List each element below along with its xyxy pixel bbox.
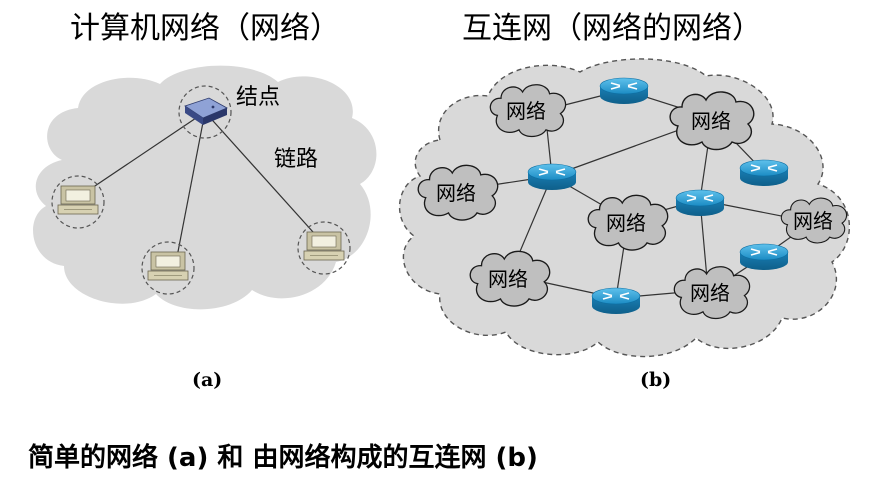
host-dashed-circle: [297, 221, 351, 275]
host-dashed-circle: [51, 175, 105, 229]
node-label: 结点: [236, 85, 280, 110]
left-network-cloud: [33, 65, 377, 310]
computer-icon: [303, 231, 345, 261]
computer-icon: [57, 185, 99, 215]
network-label: 网络: [606, 211, 646, 235]
switch-node-icon: [184, 97, 228, 125]
figure-caption: 简单的网络 (a) 和 由网络构成的互连网 (b): [28, 442, 538, 473]
router-icon: [591, 287, 641, 315]
router-icon: [675, 189, 725, 217]
network-label: 网络: [436, 181, 476, 205]
internet: 网络 网络 网络 网络 网络 网络 网络: [398, 58, 851, 358]
link-label: 链路: [274, 147, 318, 172]
right-sublabel: (b): [640, 369, 671, 391]
network-label: 网络: [488, 267, 528, 291]
network-label: 网络: [691, 109, 731, 133]
network-label: 网络: [506, 99, 546, 123]
router-icon: [739, 243, 789, 271]
host-dashed-circle: [141, 241, 195, 295]
node-dashed-circle: [178, 85, 232, 139]
right-panel-title: 互连网（网络的网络）: [462, 11, 762, 46]
network-label: 网络: [793, 209, 833, 233]
left-network: 结点 链路: [33, 65, 377, 310]
network-label: 网络: [690, 281, 730, 305]
router-icon: [527, 163, 577, 191]
computer-icon: [147, 251, 189, 281]
link-line: [79, 111, 206, 197]
left-panel-title: 计算机网络（网络）: [70, 11, 340, 46]
router-icon: [599, 77, 649, 105]
left-sublabel: (a): [192, 369, 222, 391]
link-line: [204, 111, 323, 243]
router-icon: [739, 159, 789, 187]
